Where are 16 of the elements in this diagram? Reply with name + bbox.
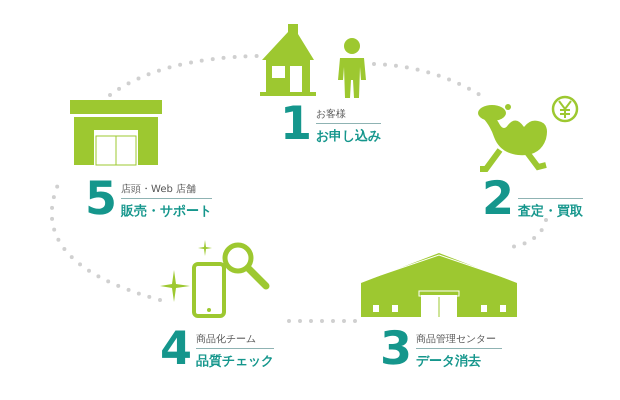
step-title: 査定・買取: [518, 202, 584, 220]
step-number: 5: [85, 176, 118, 220]
step-title: 販売・サポート: [121, 203, 212, 220]
step-title: 品質チェック: [196, 352, 274, 370]
step-subtitle: 店頭・Web 店舗: [121, 182, 212, 199]
step-subtitle: 商品化チーム: [196, 332, 274, 349]
dotted-connector: [108, 54, 260, 97]
dotted-connector: [372, 62, 482, 97]
step-number: 3: [380, 326, 412, 370]
step-number: 4: [160, 326, 192, 370]
step-number: 2: [482, 176, 514, 220]
step-title: お申し込み: [316, 128, 382, 145]
step-subtitle: 商品管理センター: [416, 332, 502, 349]
step-title: データ消去: [416, 353, 482, 370]
step-subtitle: お客様: [316, 107, 382, 124]
step-number: 1: [280, 101, 312, 145]
